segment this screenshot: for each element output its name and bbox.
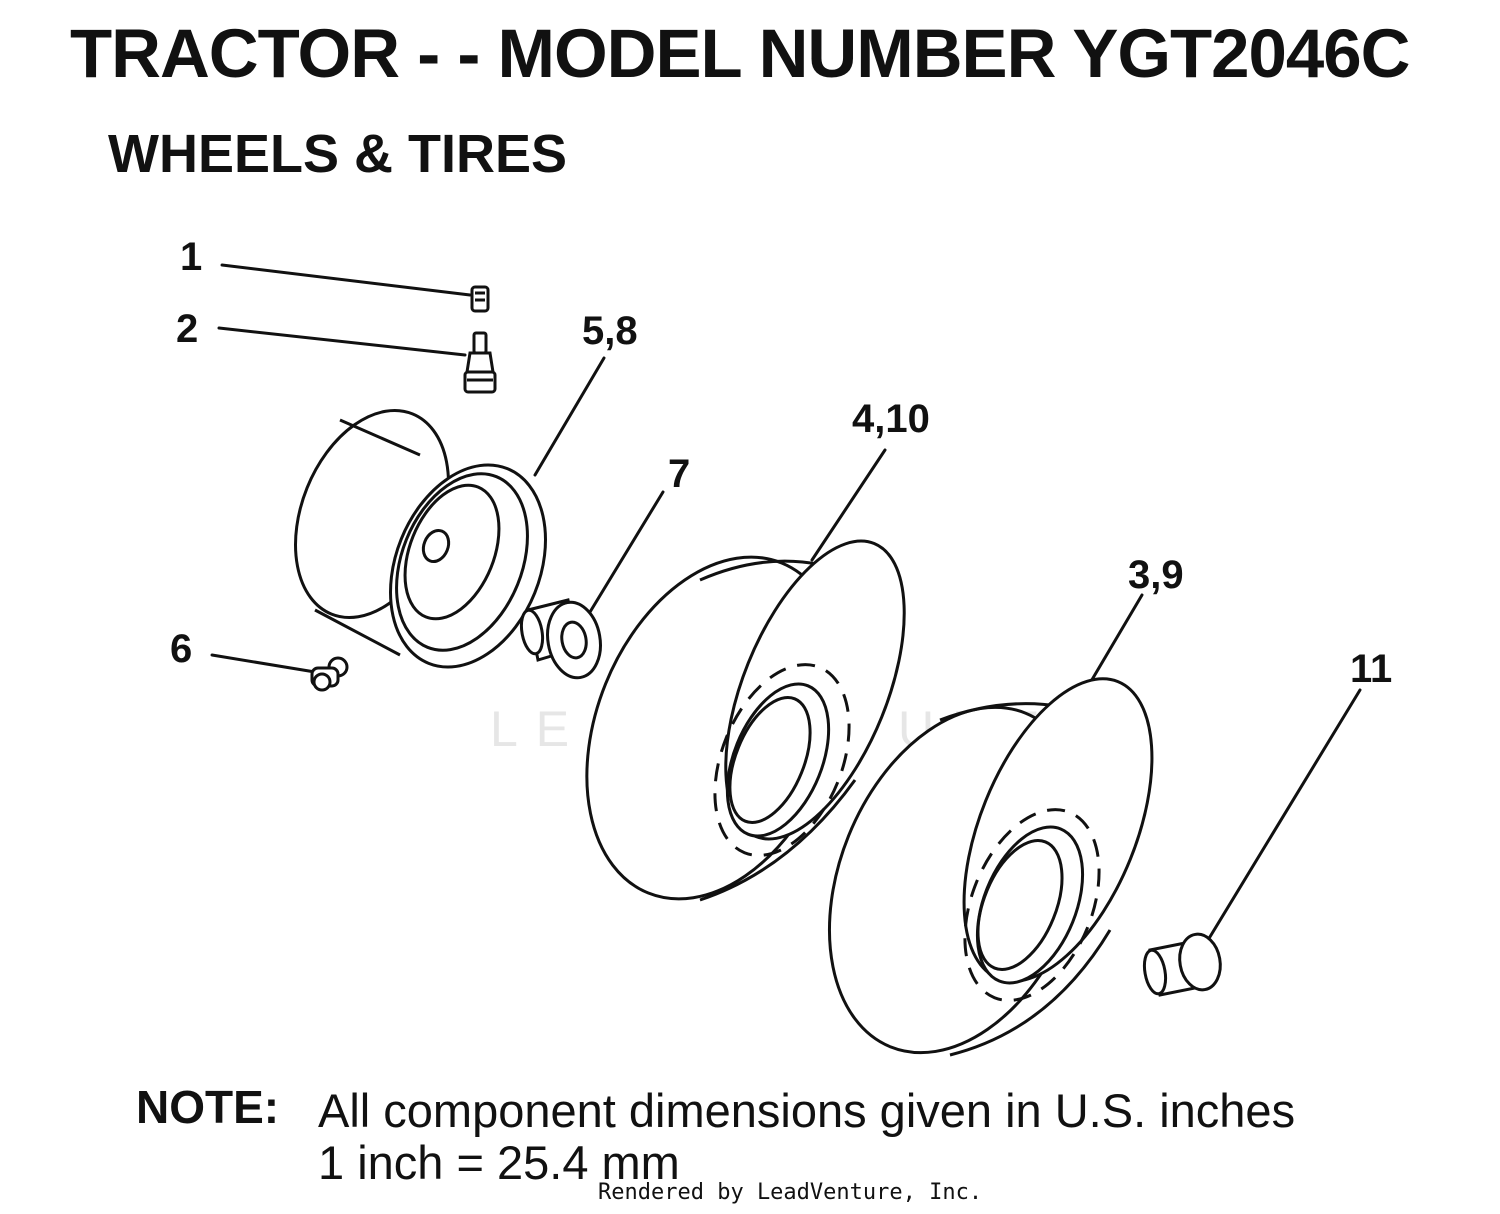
callout-3-9: 3,9 (1128, 553, 1184, 597)
leader-line-410 (810, 448, 887, 562)
callout-2: 2 (176, 307, 198, 351)
leader-line-58 (533, 356, 606, 477)
grease-fitting-icon (310, 656, 349, 692)
leader-line-2 (217, 326, 467, 357)
leader-line-6 (210, 653, 317, 674)
callout-6: 6 (170, 627, 192, 671)
callout-7: 7 (668, 452, 690, 496)
callout-5-8: 5,8 (582, 309, 638, 353)
bushing-icon (519, 598, 602, 680)
wheel-rim-icon (294, 408, 547, 669)
valve-stem-icon (463, 331, 497, 394)
front-tire-icon (585, 539, 906, 902)
note-line-2: 1 inch = 25.4 mm (318, 1136, 680, 1189)
leader-line-1 (220, 263, 472, 297)
note-line-1: All component dimensions given in U.S. i… (318, 1084, 1296, 1137)
leader-line-11 (1203, 688, 1362, 947)
diagram-title: TRACTOR - - MODEL NUMBER YGT2046C (70, 15, 1410, 92)
section-subtitle: WHEELS & TIRES (108, 124, 568, 184)
footer-credit: Rendered by LeadVenture, Inc. (598, 1180, 983, 1205)
callout-11: 11 (1350, 647, 1392, 691)
valve-cap-icon (470, 285, 490, 313)
leader-line-7 (588, 490, 665, 614)
note-label: NOTE: (136, 1081, 280, 1133)
callout-1: 1 (180, 235, 202, 279)
rear-tire-icon (827, 677, 1154, 1057)
spacer-icon (1142, 932, 1222, 997)
callout-4-10: 4,10 (852, 397, 930, 441)
